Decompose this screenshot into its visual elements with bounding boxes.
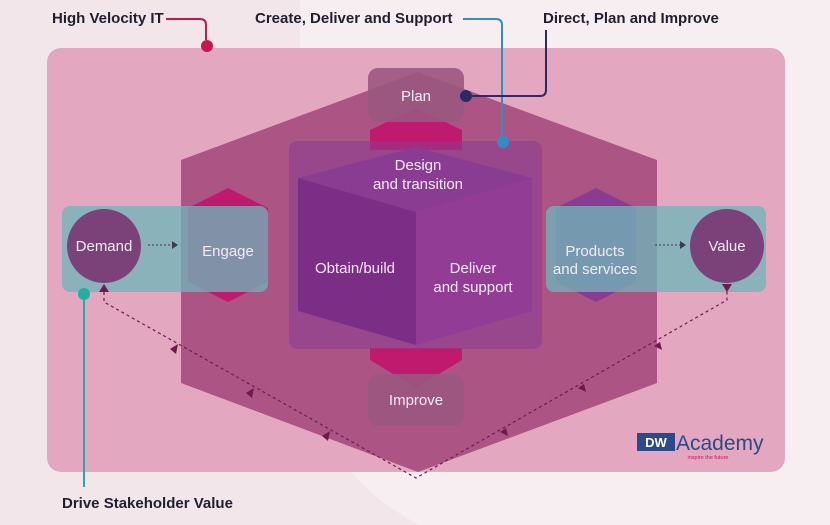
demand-circle — [67, 209, 141, 283]
logo-name: Academy — [676, 432, 764, 455]
direct-plan-dot — [460, 90, 472, 102]
loop-arrowhead-value — [722, 284, 732, 292]
products-label-line2: and services — [553, 261, 637, 278]
cube-top-face — [298, 147, 532, 212]
deliver-label-line1: Deliver — [450, 260, 497, 277]
high-velocity-leader — [166, 18, 207, 40]
deliver-label-line2: and support — [433, 279, 513, 296]
top-magenta-accent — [370, 108, 462, 150]
demand-engage-arrowhead — [172, 241, 178, 249]
value-circle — [690, 209, 764, 283]
plan-node — [368, 68, 464, 122]
plan-label: Plan — [401, 88, 431, 105]
high-velocity-dot — [201, 40, 213, 52]
loop-chevron-1 — [170, 344, 178, 354]
products-value-arrowhead — [680, 241, 686, 249]
demand-label: Demand — [76, 238, 133, 255]
create-deliver-support-label: Create, Deliver and Support — [255, 10, 453, 27]
cube-right-face — [416, 178, 532, 345]
direct-plan-improve-label: Direct, Plan and Improve — [543, 10, 719, 27]
loop-chevron-3 — [322, 431, 330, 441]
loop-chevron-5 — [578, 384, 586, 392]
products-label-line1: Products — [565, 243, 624, 260]
create-deliver-leader — [463, 18, 503, 136]
create-deliver-dot — [497, 136, 509, 148]
improve-node — [368, 374, 464, 426]
logo-badge — [637, 433, 675, 451]
design-label-line1: Design — [395, 157, 442, 174]
engage-label: Engage — [202, 243, 254, 260]
drive-value-dot — [78, 288, 90, 300]
dw-academy-logo: DW Academy inspire the future — [637, 432, 764, 461]
loop-chevron-6 — [654, 342, 662, 350]
loop-chevron-4 — [500, 428, 508, 436]
loop-arrowhead-demand — [99, 284, 109, 292]
value-label: Value — [708, 238, 745, 255]
obtain-build-label: Obtain/build — [315, 260, 395, 277]
design-label-line2: and transition — [373, 176, 463, 193]
direct-plan-leader — [472, 30, 547, 97]
feedback-loop — [103, 290, 728, 479]
cube-left-face — [298, 178, 416, 345]
drive-stakeholder-value-label: Drive Stakeholder Value — [62, 495, 233, 512]
bottom-magenta-accent — [370, 348, 462, 388]
loop-chevron-2 — [246, 388, 254, 398]
improve-label: Improve — [389, 392, 443, 409]
logo-tagline: inspire the future — [688, 455, 729, 461]
logo-brand: DW — [645, 435, 667, 450]
high-velocity-it-label: High Velocity IT — [52, 10, 164, 27]
